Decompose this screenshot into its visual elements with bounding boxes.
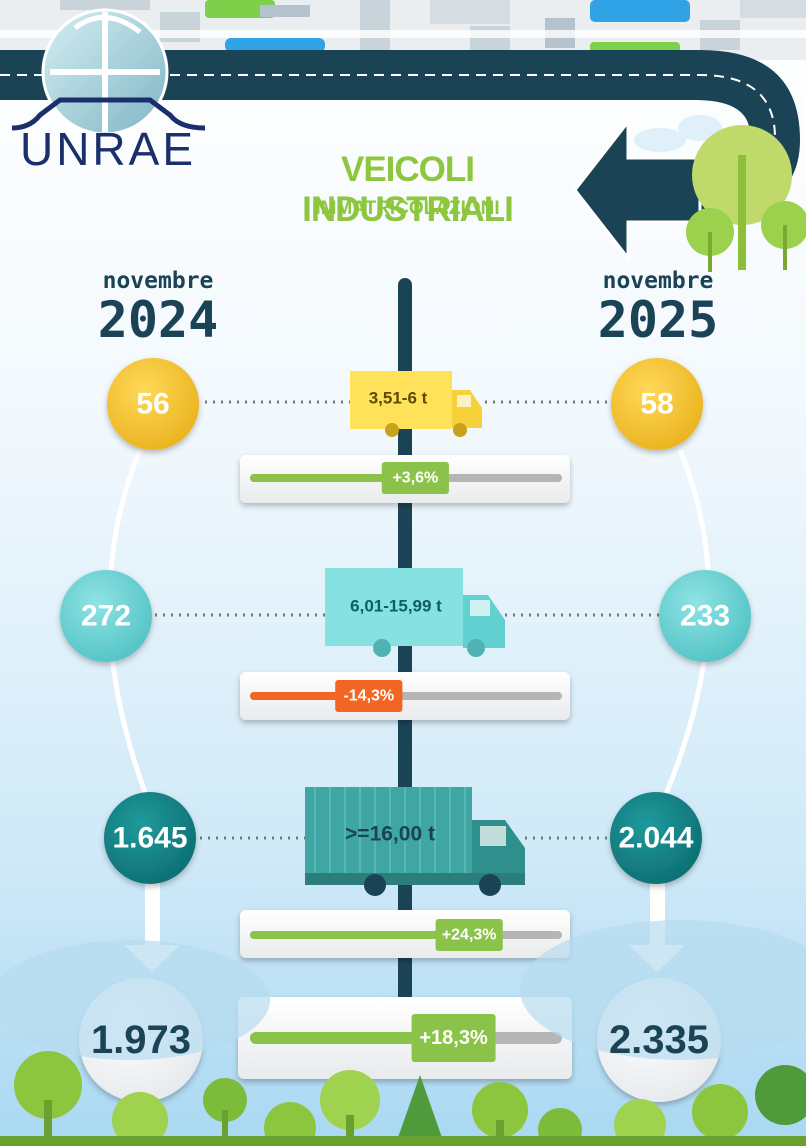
change-bar-1-label: -14,3%: [343, 688, 394, 705]
trees-top-right-illustration: [634, 115, 806, 272]
change-bar-0-fill: [250, 474, 416, 482]
value-2024-0: 56: [136, 388, 169, 421]
month-left: novembre: [102, 268, 214, 294]
dotted-connectors: [155, 400, 660, 840]
period-left: novembre 2024: [88, 268, 228, 346]
value-2025-2: 2.044: [618, 822, 693, 855]
year-right: 2025: [597, 291, 719, 349]
title-text: VEICOLI INDUSTRIALI: [302, 150, 514, 229]
page-subtitle: IMMATRICOLAZIONI: [240, 198, 575, 220]
truck-large-icon: [305, 787, 525, 896]
change-bar-2-fill: [250, 931, 470, 939]
landscape-illustration: [0, 920, 806, 1146]
value-2025-1: 233: [680, 600, 730, 633]
change-bar-1-badge: [335, 680, 403, 712]
total-2024: 1.973: [91, 1018, 191, 1062]
period-right: novembre 2025: [588, 268, 728, 346]
total-2025: 2.335: [609, 1018, 709, 1062]
truck-label-1: 6,01-15,99 t: [350, 597, 442, 616]
unrae-logo: [11, 8, 206, 136]
road-illustration: [0, 50, 800, 263]
truck-label-0: 3,51-6 t: [369, 389, 428, 408]
value-2025-0: 58: [640, 388, 673, 421]
value-2024-1: 272: [81, 600, 131, 633]
logo-wordmark: UNRAE: [19, 123, 197, 175]
change-bar-0-badge: [381, 462, 449, 494]
change-bar-2-label: +24,3%: [442, 927, 497, 944]
truck-medium-icon: [325, 568, 505, 657]
change-bar-total-fill: [250, 1032, 454, 1044]
change-bar-total-badge: [411, 1014, 496, 1062]
change-bar-0-label: +3,6%: [392, 470, 438, 487]
change-bar-2-badge: [435, 919, 503, 951]
change-bar-total-label: +18,3%: [419, 1027, 488, 1049]
year-left: 2024: [97, 291, 219, 349]
value-2024-2: 1.645: [112, 822, 187, 855]
page-title: VEICOLI INDUSTRIALI: [240, 150, 575, 230]
month-right: novembre: [602, 268, 714, 294]
subtitle-text: IMMATRICOLAZIONI: [315, 198, 500, 219]
city-map-illustration: [0, 0, 806, 60]
truck-small-icon: [350, 371, 482, 437]
truck-label-2: >=16,00 t: [345, 823, 435, 846]
